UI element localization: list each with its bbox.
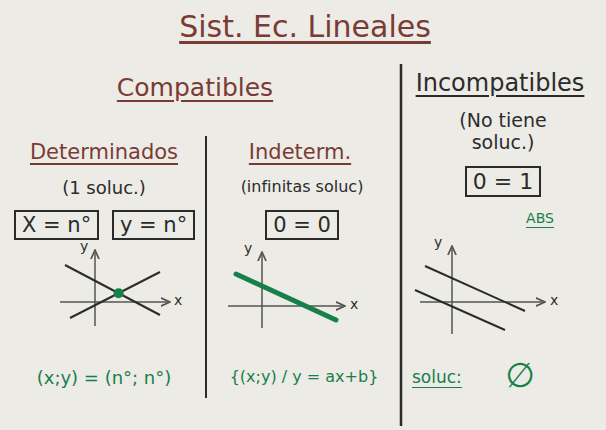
column-divider xyxy=(400,64,403,426)
axis-label: x xyxy=(174,292,182,308)
equation-text: X = n° xyxy=(22,213,91,237)
graph-no-solution xyxy=(415,246,545,334)
graph-infinite-solutions xyxy=(228,252,345,328)
title: Sist. Ec. Lineales xyxy=(179,10,431,45)
solution-label: soluc: xyxy=(412,368,462,388)
equation-text: 0 = 1 xyxy=(473,169,533,194)
equation-text: y = n° xyxy=(120,213,187,237)
subsection-heading: Indeterm. xyxy=(249,140,351,164)
solution-set: (x;y) = (n°; n°) xyxy=(37,368,172,389)
solution-set: {(x;y) / y = ax+b} xyxy=(230,368,379,386)
axis-label: y xyxy=(244,240,252,256)
axis-label: y xyxy=(434,234,442,250)
subsection-heading: Determinados xyxy=(30,140,178,164)
note: (1 soluc.) xyxy=(62,178,146,199)
equation-box: X = n° xyxy=(14,210,99,240)
axis-label: x xyxy=(350,296,358,312)
empty-set: ∅ xyxy=(505,356,535,395)
graph-one-solution xyxy=(60,250,170,326)
section-heading: Compatibles xyxy=(117,74,273,103)
axis-label: y xyxy=(80,238,88,254)
note: (infinitas soluc) xyxy=(241,178,364,196)
section-heading: Incompatibles xyxy=(416,70,585,98)
note: ABS xyxy=(526,210,554,226)
note: (No tiene soluc.) xyxy=(428,110,578,154)
axis-label: x xyxy=(550,292,558,308)
equation-box: 0 = 1 xyxy=(465,166,541,197)
equation-box: y = n° xyxy=(112,210,195,240)
column-divider xyxy=(205,136,207,398)
equation-text: 0 = 0 xyxy=(273,213,331,237)
equation-box: 0 = 0 xyxy=(265,210,339,240)
